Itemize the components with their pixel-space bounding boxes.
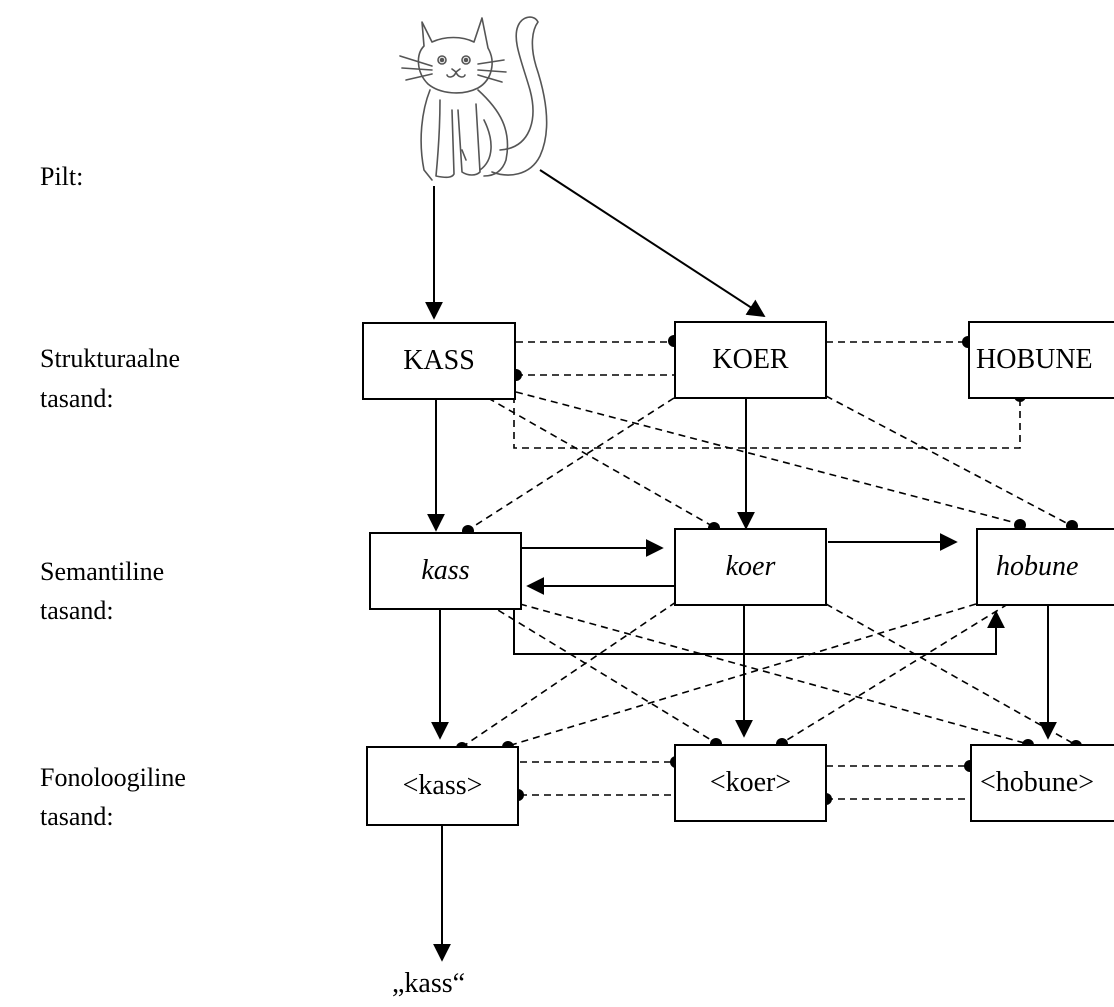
label-structural-1: Strukturaalne (40, 344, 181, 373)
semantic-node-hobune: hobune (976, 528, 1114, 606)
semantic-node-kass: kass (369, 532, 522, 610)
label-semantic-2: tasand: (40, 596, 114, 625)
output-word: „kass“ (392, 968, 466, 999)
label-phonological-1: Fonoloogiline (40, 763, 186, 792)
phonological-node-koer: <koer> (674, 744, 827, 822)
label-structural-2: tasand: (40, 384, 114, 413)
structural-node-koer: KOER (674, 321, 827, 399)
dashed-connections (461, 341, 1077, 800)
semantic-node-koer: koer (674, 528, 827, 606)
structural-node-kass: KASS (362, 322, 516, 400)
label-semantic-1: Semantiline (40, 557, 165, 586)
solid-arrows (425, 169, 1057, 962)
phonological-node-kass: <kass> (366, 746, 519, 826)
label-phonological-2: tasand: (40, 802, 114, 831)
cat-illustration (399, 16, 548, 181)
structural-node-hobune: HOBUNE (968, 321, 1114, 399)
phonological-node-hobune: <hobune> (970, 744, 1114, 822)
label-pilt: Pilt: (40, 162, 84, 191)
